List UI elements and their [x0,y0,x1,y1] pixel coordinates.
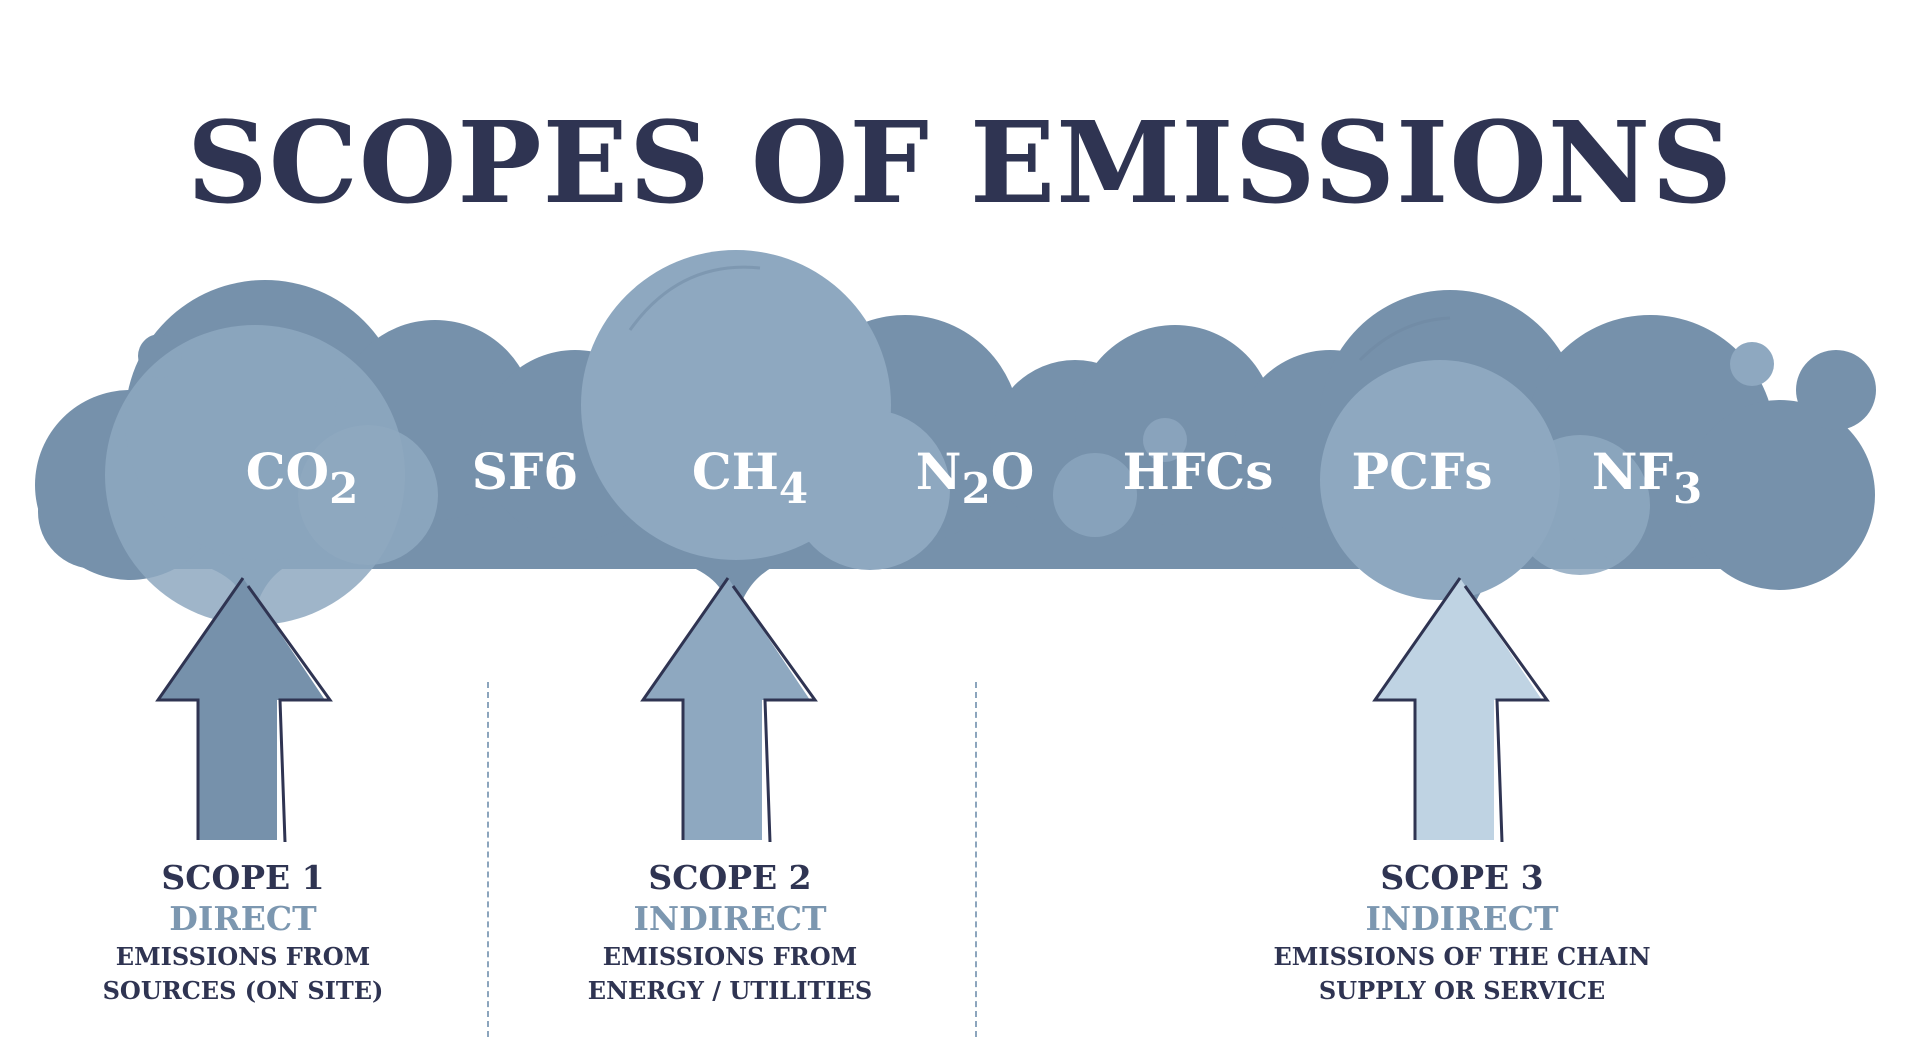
gas-label-pcfs: PCFs [1351,442,1493,501]
scope-description-line: ENERGY / UTILITIES [587,976,873,1006]
gas-label-n2o: N2O [915,442,1035,513]
scope-1-caption: SCOPE 1 DIRECT EMISSIONS FROM SOURCES (O… [23,858,463,1008]
gas-label-ch4: CH4 [691,442,809,513]
scope-2-caption: SCOPE 2 INDIRECT EMISSIONS FROM ENERGY /… [510,858,950,1008]
scope-3-caption: SCOPE 3 INDIRECT EMISSIONS OF THE CHAIN … [1242,858,1682,1008]
scope-description-line: EMISSIONS OF THE CHAIN [1273,942,1651,972]
scope-2-arrow [640,577,818,843]
scope-description-line: EMISSIONS FROM [602,942,858,972]
scope-title: SCOPE 1 [161,858,325,897]
scope-type: INDIRECT [633,898,827,938]
gas-label-sf6: SF6 [471,442,579,501]
scope-description-line: SUPPLY OR SERVICE [1318,976,1606,1006]
gas-label-nf3: NF3 [1591,442,1703,513]
scope-3-arrow [1372,577,1550,843]
scope-title: SCOPE 2 [648,858,812,897]
scope-1-arrow [155,577,333,843]
scope-title: SCOPE 3 [1380,858,1544,897]
scope-type: DIRECT [169,898,317,938]
gas-label-hfcs: HFCs [1122,442,1274,501]
scope-type: INDIRECT [1365,898,1559,938]
scope-description-line: SOURCES (ON SITE) [102,976,384,1006]
column-divider [487,682,489,1037]
page-title: SCOPES OF EMISSIONS [186,98,1734,229]
cloud-icon [35,250,1876,640]
column-divider [975,682,977,1037]
scope-description-line: EMISSIONS FROM [115,942,371,972]
gas-label-co2: CO2 [245,442,359,513]
